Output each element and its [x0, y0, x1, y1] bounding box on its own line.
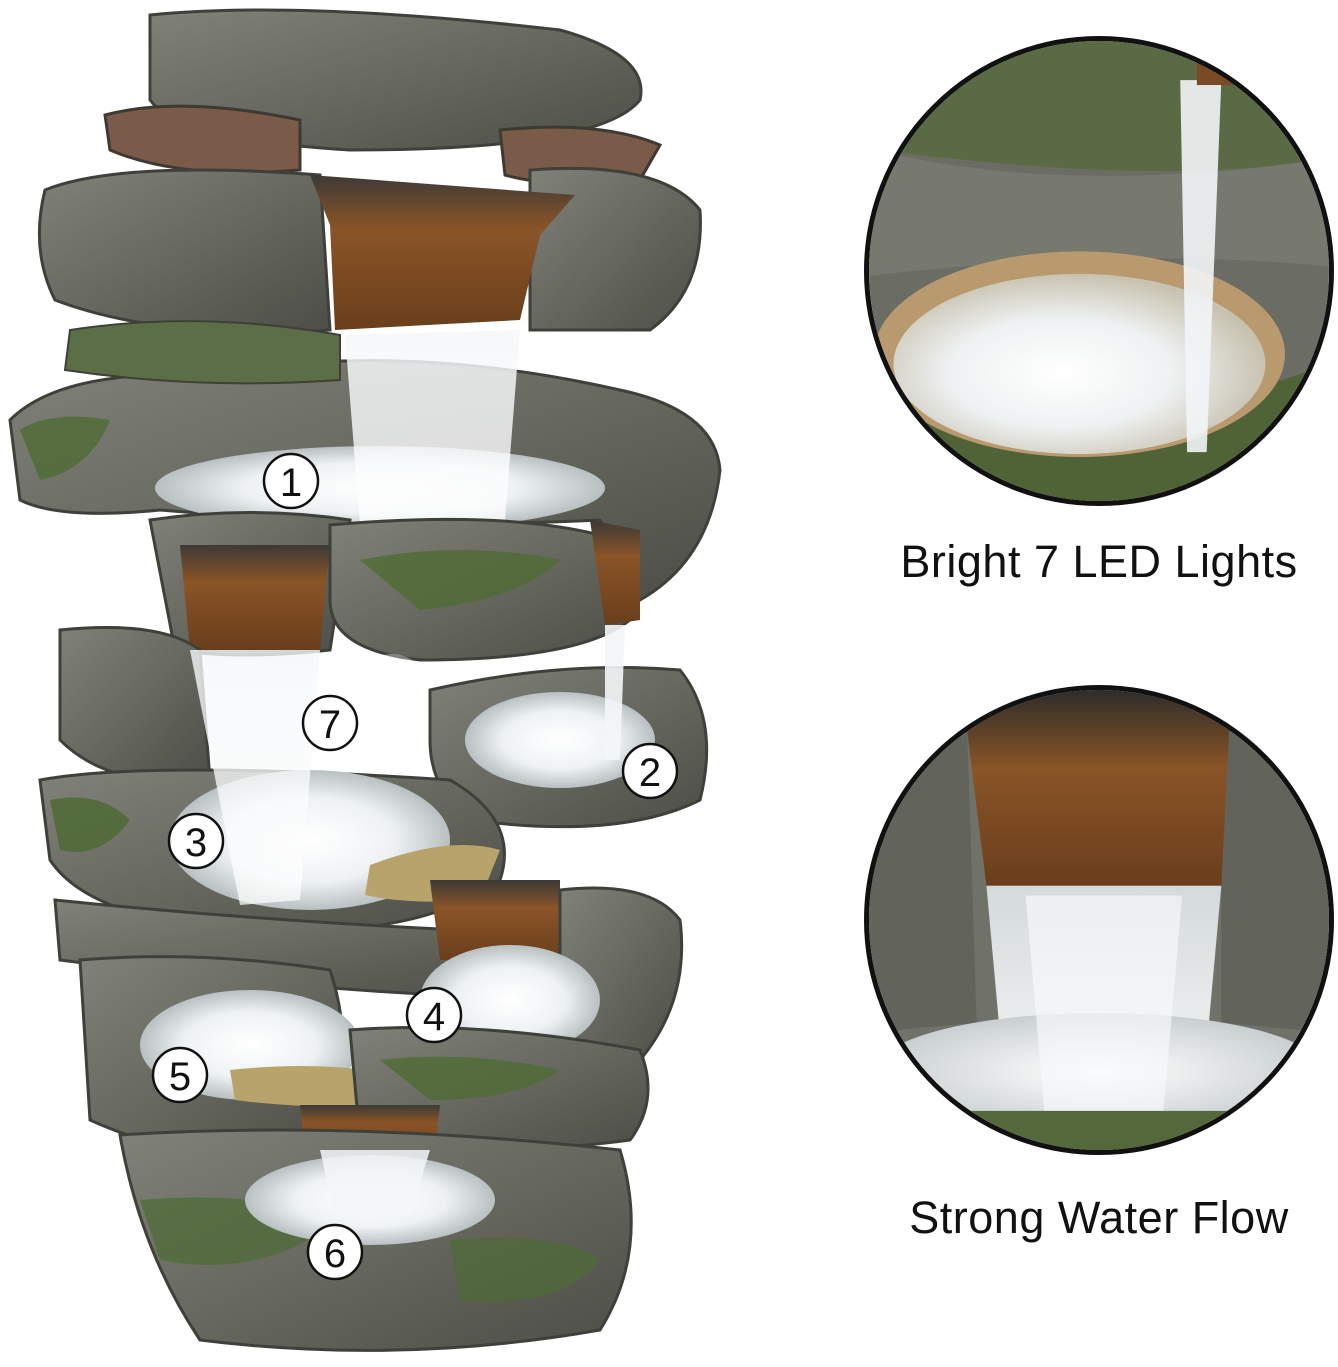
badge-5: 5: [151, 1046, 209, 1104]
led-lights-detail-image: [864, 36, 1334, 506]
badge-7-label: 7: [319, 703, 341, 747]
badge-7: 7: [301, 694, 359, 752]
badge-4-label: 4: [423, 995, 445, 1039]
water-flow-detail-image: [864, 685, 1334, 1155]
badge-3: 3: [167, 812, 225, 870]
caption-water-flow: Strong Water Flow: [909, 1192, 1289, 1243]
badge-4: 4: [405, 986, 463, 1044]
fountain-illustration: 1 2 3 4 5 6 7: [8, 8, 722, 1352]
badge-1-label: 1: [280, 461, 302, 505]
caption-led-lights: Bright 7 LED Lights: [900, 536, 1298, 587]
badge-6: 6: [306, 1223, 364, 1281]
badge-2-label: 2: [639, 751, 661, 795]
badge-5-label: 5: [169, 1055, 191, 1099]
badge-2: 2: [621, 742, 679, 800]
badge-1: 1: [262, 452, 320, 510]
badge-3-label: 3: [185, 821, 207, 865]
badge-6-label: 6: [324, 1232, 346, 1276]
